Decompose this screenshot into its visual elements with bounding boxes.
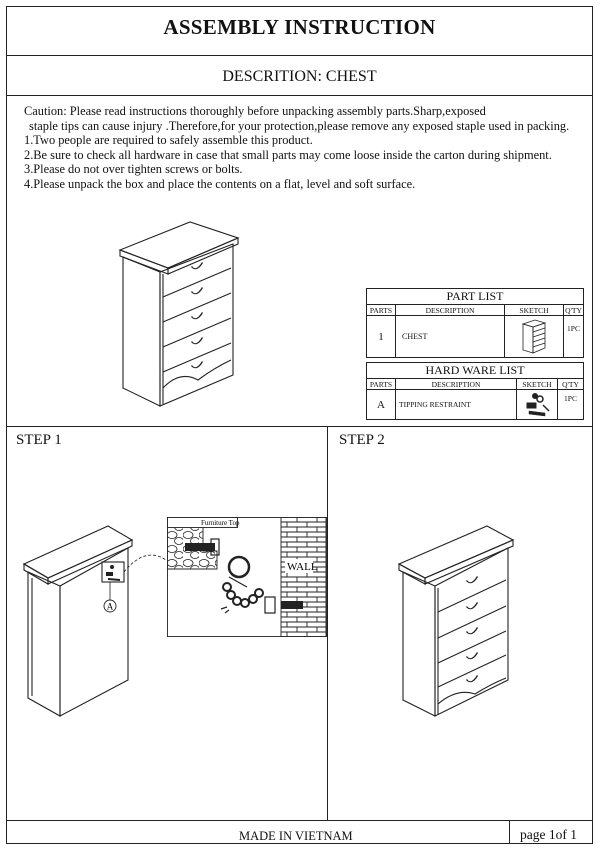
- wall-label: WALL: [287, 561, 318, 573]
- instruction-line: 2.Be sure to check all hardware in case …: [24, 147, 552, 162]
- instruction-line: 4.Please unpack the box and place the co…: [24, 176, 416, 191]
- title-divider: [6, 55, 593, 56]
- col-parts: PARTS: [366, 304, 396, 316]
- steps-column-divider: [327, 426, 328, 820]
- steps-divider: [6, 426, 593, 427]
- col-sketch: SKETCH: [504, 304, 564, 316]
- footer-column-divider: [509, 820, 510, 844]
- caution-line: staple tips can cause injury .Therefore,…: [29, 118, 570, 133]
- hardware-sketch: [516, 389, 558, 420]
- hardware-list-title: HARD WARE LIST: [366, 362, 584, 379]
- document-frame: [6, 6, 593, 844]
- table-row: 1 CHEST 1PC: [366, 315, 584, 358]
- tipping-restraint-icon: [526, 392, 550, 416]
- furniture-top-label: Furniture Top: [201, 519, 240, 527]
- hardware-list-table: HARD WARE LIST PARTS DESCRIPTION SKETCH …: [366, 362, 584, 420]
- caution-line: Caution: Please read instructions thorou…: [24, 104, 486, 118]
- hardware-part: A: [366, 389, 396, 420]
- step2-chest-illustration: [397, 525, 515, 717]
- caution-notes: Caution: Please read instructions thorou…: [24, 104, 584, 192]
- part-description: CHEST: [395, 315, 505, 358]
- chest-sketch-icon: [521, 319, 547, 354]
- hardware-qty: 1PC: [557, 389, 584, 420]
- col-qty: Q'TY: [563, 304, 584, 316]
- step-2-label: STEP 2: [339, 432, 385, 448]
- col-sketch: SKETCH: [516, 378, 558, 390]
- step1-detail-diagram: WALL Furniture Top: [167, 517, 327, 637]
- part-qty: 1PC: [563, 315, 584, 358]
- col-parts: PARTS: [366, 378, 396, 390]
- part-number: 1: [366, 315, 396, 358]
- footer-divider: [6, 820, 593, 821]
- page-number: page 1of 1: [520, 827, 577, 842]
- col-description: DESCRIPTION: [395, 304, 505, 316]
- product-description: DESCRITION: CHEST: [222, 68, 377, 85]
- col-qty: Q'TY: [557, 378, 584, 390]
- callout-a-label: A: [107, 602, 114, 612]
- part-sketch: [504, 315, 564, 358]
- step-1-label: STEP 1: [16, 432, 62, 448]
- page-title: ASSEMBLY INSTRUCTION: [163, 15, 436, 39]
- instruction-line: 1.Two people are required to safely asse…: [24, 133, 313, 148]
- table-row: A TIPPING RESTRAINT 1PC: [366, 389, 584, 420]
- col-description: DESCRIPTION: [395, 378, 517, 390]
- hardware-description: TIPPING RESTRAINT: [395, 389, 517, 420]
- part-list-table: PART LIST PARTS DESCRIPTION SKETCH Q'TY …: [366, 288, 584, 358]
- chest-illustration: [118, 221, 240, 407]
- part-list-title: PART LIST: [366, 288, 584, 305]
- description-divider: [6, 95, 593, 96]
- step1-chest-illustration: A: [22, 525, 167, 717]
- instruction-line: 3.Please do not over tighten screws or b…: [24, 162, 243, 177]
- made-in-label: MADE IN VIETNAM: [239, 829, 353, 843]
